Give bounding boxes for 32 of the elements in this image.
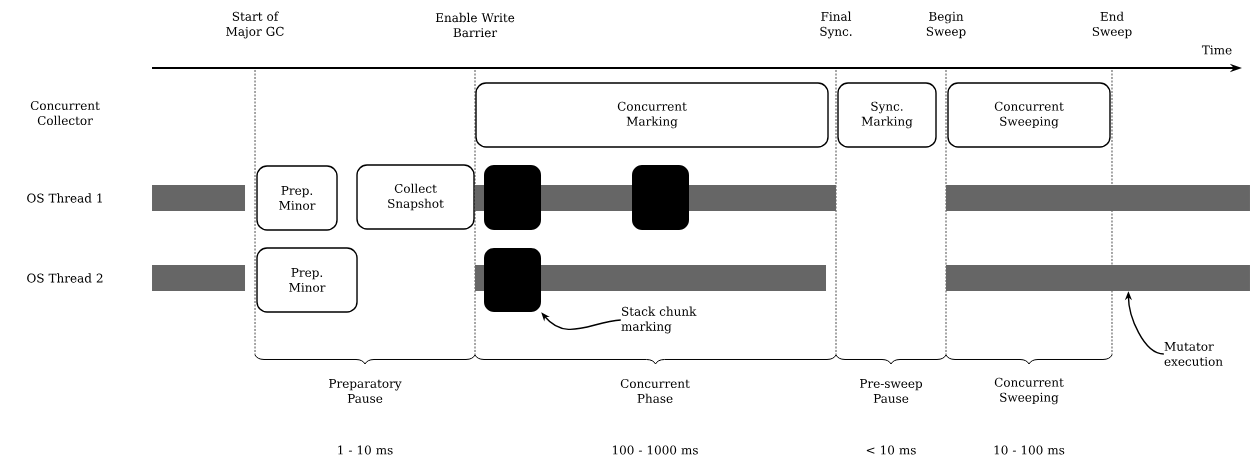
process-box: Collect Snapshot [356,164,475,230]
thread-bar [946,265,1250,291]
label-text: 10 - 100 ms [994,445,1065,455]
label-text: Begin Sweep [926,11,966,39]
process-box: Concurrent Sweeping [947,82,1111,148]
label-text: Concurrent Sweeping [994,377,1064,405]
label-text: Concurrent Collector [30,100,100,126]
label-text: Pre-sweep Pause [860,379,923,403]
label-text: Start of Major GC [226,11,284,39]
process-box: Sync. Marking [837,82,937,148]
label-text: Final Sync. [820,11,852,39]
label-text: 100 - 1000 ms [612,445,698,455]
label-text: Time [1201,45,1232,55]
label-text: < 10 ms [866,445,916,455]
thread-bar [152,265,245,291]
process-box: Prep. Minor [256,165,338,231]
label-text: 1 - 10 ms [338,445,393,455]
label-text: Preparatory Pause [329,379,402,403]
note-text: Mutator execution [1164,342,1223,366]
label-text: OS Thread 2 [27,273,103,283]
label-text: Concurrent Phase [620,378,690,404]
label-text: OS Thread 1 [27,193,102,203]
process-box: Prep. Minor [256,247,358,313]
block [632,165,689,230]
block [484,165,541,230]
process-box: Concurrent Marking [475,82,829,148]
label-text: End Sweep [1092,11,1132,39]
thread-bar [152,185,245,211]
label-text: Enable Write Barrier [435,12,515,38]
thread-bar [946,185,1250,211]
note-text: Stack chunk marking [621,306,697,334]
block [484,248,541,312]
